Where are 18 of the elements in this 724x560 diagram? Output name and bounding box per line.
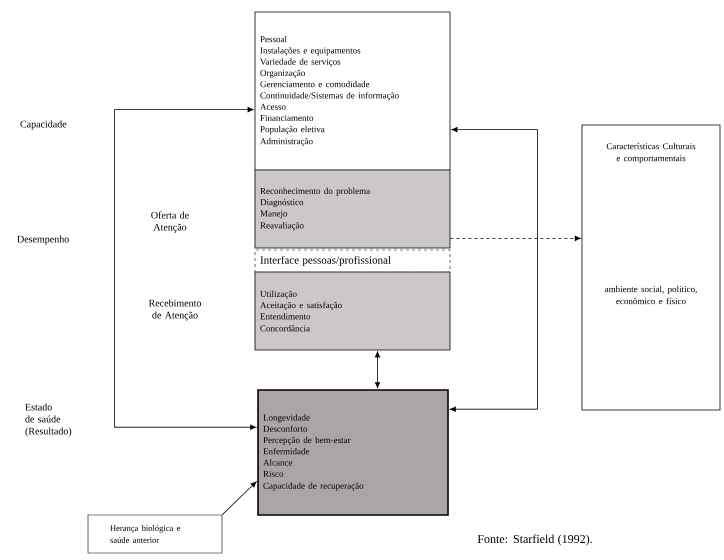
text-box: Longevidade Desconforto Percepção de bem-estar Enfermidade Alcance Risco Capacidade de recuperação [257, 389, 449, 516]
text-box: Herança biológica e saúde anterior [88, 514, 222, 554]
text-box: Características Culturais e comportamentais ambiente social, político, econômico e físico [582, 124, 720, 410]
arrow [114, 106, 256, 430]
side-label: Estado de saúde (Resultado) [25, 403, 72, 437]
source-note: Fonte: Starfield (1992). [478, 534, 592, 546]
side-label: Desempenho [17, 235, 69, 245]
text-box: Pessoal Instalações e equipamentos Variedade de serviços Organização Gerenciamento e comodidade Continuidade/Sistemas de informação Acesso Financiamento População eletiva Administração [254, 12, 450, 170]
side-label: Oferta de Atenção [151, 211, 189, 233]
arrow [450, 236, 581, 242]
side-label: Capacidade [20, 120, 66, 130]
text-box: Interface pessoas/profissional [254, 250, 450, 272]
text-box: Utilização Aceitação e satisfação Entendimento Concordância [254, 272, 450, 350]
side-label: Recebimento de Atenção [148, 299, 202, 321]
arrow [374, 351, 380, 388]
arrow [450, 126, 538, 412]
arrow [222, 481, 257, 516]
text-box: Reconhecimento do problema Diagnóstico Manejo Reavaliação [254, 170, 450, 248]
